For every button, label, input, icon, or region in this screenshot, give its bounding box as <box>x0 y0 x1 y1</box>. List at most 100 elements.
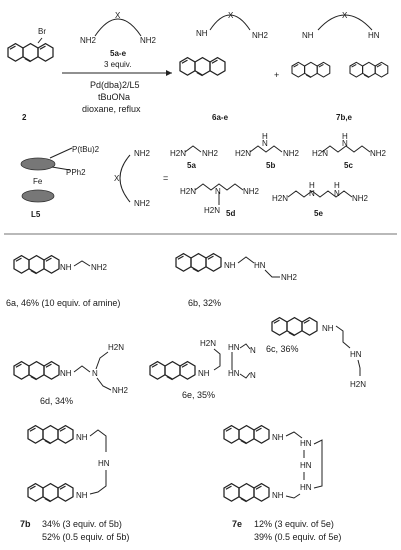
svg-text:N: N <box>250 371 256 380</box>
svg-text:H2N: H2N <box>180 187 196 196</box>
plus-sign: + <box>274 70 279 80</box>
product-6: NH X NH2 6a-e <box>179 11 269 122</box>
caption-6a: 6a, 46% (10 equiv. of amine) <box>6 298 120 308</box>
product-6b: NH HN NH2 6b, 32% <box>175 253 298 308</box>
svg-text:HN: HN <box>254 261 266 270</box>
svg-text:H: H <box>334 181 340 190</box>
svg-text:5a: 5a <box>187 161 196 170</box>
caption-7e-line2: 39% (0.5 equiv. of 5e) <box>254 532 341 542</box>
svg-text:HN: HN <box>300 439 312 448</box>
svg-text:N: N <box>250 346 256 355</box>
compound-label-2: 2 <box>22 113 27 122</box>
svg-text:NH: NH <box>198 369 210 378</box>
generic-diamine: NH2 X NH2 = <box>114 149 168 208</box>
caption-6b: 6b, 32% <box>188 298 221 308</box>
svg-text:H2N: H2N <box>235 149 251 158</box>
bromo-label: Br <box>38 27 46 36</box>
svg-text:N: N <box>334 189 340 198</box>
compound-label-7e: 7e <box>232 519 242 529</box>
caption-6d: 6d, 34% <box>40 396 73 406</box>
svg-text:=: = <box>163 173 168 183</box>
amine-5c: H2N N H NH2 5c <box>312 132 387 170</box>
svg-text:NH2: NH2 <box>243 187 260 196</box>
svg-text:H2N: H2N <box>204 206 220 215</box>
svg-text:NH2: NH2 <box>252 31 269 40</box>
svg-text:NH2: NH2 <box>283 149 300 158</box>
amine-5b: H2N N H NH2 5b <box>235 132 300 170</box>
svg-text:5d: 5d <box>226 209 235 218</box>
svg-text:5b: 5b <box>266 161 275 170</box>
product-6d: NH N H2N NH2 6d, 34% <box>13 343 129 406</box>
compound-label-7b: 7b <box>20 519 31 529</box>
svg-text:H2N: H2N <box>350 380 366 389</box>
svg-text:NH: NH <box>224 261 236 270</box>
svg-text:X: X <box>228 11 234 20</box>
svg-text:HN: HN <box>300 483 312 492</box>
svg-text:N: N <box>215 187 221 196</box>
svg-text:NH: NH <box>272 491 284 500</box>
reaction-arrow <box>62 70 172 76</box>
product-6a: NH NH2 6a, 46% (10 equiv. of amine) <box>6 255 120 308</box>
caption-7b-line2: 52% (0.5 equiv. of 5b) <box>42 532 129 542</box>
svg-text:N: N <box>342 139 348 148</box>
svg-text:NH2: NH2 <box>80 36 97 45</box>
product-7e: NH NH HN HN HN 7e 12% (3 equiv. of 5e) 3… <box>223 425 341 542</box>
svg-text:NH: NH <box>272 433 284 442</box>
svg-text:P(tBu)2: P(tBu)2 <box>72 145 100 154</box>
svg-text:NH2: NH2 <box>91 263 108 272</box>
svg-text:N: N <box>262 139 268 148</box>
svg-text:N: N <box>309 189 315 198</box>
product-6e: NH H2N HN HN N N 6e, 35% <box>149 339 256 400</box>
caption-6e: 6e, 35% <box>182 390 215 400</box>
svg-text:H2N: H2N <box>272 194 288 203</box>
caption-6c: 6c, 36% <box>266 344 299 354</box>
caption-7b-line1: 34% (3 equiv. of 5b) <box>42 519 122 529</box>
svg-text:NH2: NH2 <box>370 149 387 158</box>
svg-text:N: N <box>92 369 98 378</box>
svg-text:H: H <box>342 132 348 141</box>
svg-text:X: X <box>114 174 120 183</box>
svg-text:NH2: NH2 <box>134 149 151 158</box>
svg-text:NH: NH <box>60 369 72 378</box>
svg-text:H2N: H2N <box>200 339 216 348</box>
svg-text:HN: HN <box>228 343 240 352</box>
svg-text:NH: NH <box>76 491 88 500</box>
svg-text:Fe: Fe <box>33 177 43 186</box>
svg-text:H2N: H2N <box>312 149 328 158</box>
amine-5e: H2N H N H N NH2 5e <box>272 181 369 218</box>
reagent-equiv: 3 equiv. <box>104 60 131 69</box>
svg-text:NH2: NH2 <box>140 36 157 45</box>
svg-text:PPh2: PPh2 <box>66 168 86 177</box>
svg-text:H: H <box>262 132 268 141</box>
svg-text:HN: HN <box>350 350 362 359</box>
compound-label-6: 6a-e <box>212 113 229 122</box>
svg-text:5e: 5e <box>314 209 323 218</box>
ligand-L5: P(tBu)2 PPh2 Fe L5 <box>20 145 100 219</box>
reagent-label: 5a-e <box>110 49 127 58</box>
svg-text:NH2: NH2 <box>352 194 369 203</box>
svg-text:X: X <box>342 11 348 20</box>
compound-label-7: 7b,e <box>336 113 353 122</box>
base-label: tBuONa <box>98 92 130 102</box>
svg-text:NH2: NH2 <box>281 273 298 282</box>
svg-text:NH: NH <box>76 433 88 442</box>
ligand-label: L5 <box>31 210 41 219</box>
svg-text:H2N: H2N <box>170 149 186 158</box>
reagent-diamine: X NH2 NH2 5a-e 3 equiv. <box>80 11 157 69</box>
conditions-label: dioxane, reflux <box>82 104 141 114</box>
catalyst-label: Pd(dba)2/L5 <box>90 80 140 90</box>
svg-text:NH2: NH2 <box>134 199 151 208</box>
svg-text:NH: NH <box>302 31 314 40</box>
svg-text:H2N: H2N <box>108 343 124 352</box>
amine-5d: H2N N NH2 H2N 5d <box>180 183 260 218</box>
svg-text:NH2: NH2 <box>202 149 219 158</box>
product-7: NH X HN 7b,e <box>291 11 389 122</box>
product-6c: NH HN H2N 6c, 36% <box>266 317 366 389</box>
svg-text:H: H <box>309 181 315 190</box>
svg-text:NH: NH <box>196 29 208 38</box>
svg-text:NH: NH <box>60 263 72 272</box>
svg-text:5c: 5c <box>344 161 353 170</box>
starting-material-2: Br 2 <box>7 27 54 122</box>
svg-text:HN: HN <box>98 459 110 468</box>
